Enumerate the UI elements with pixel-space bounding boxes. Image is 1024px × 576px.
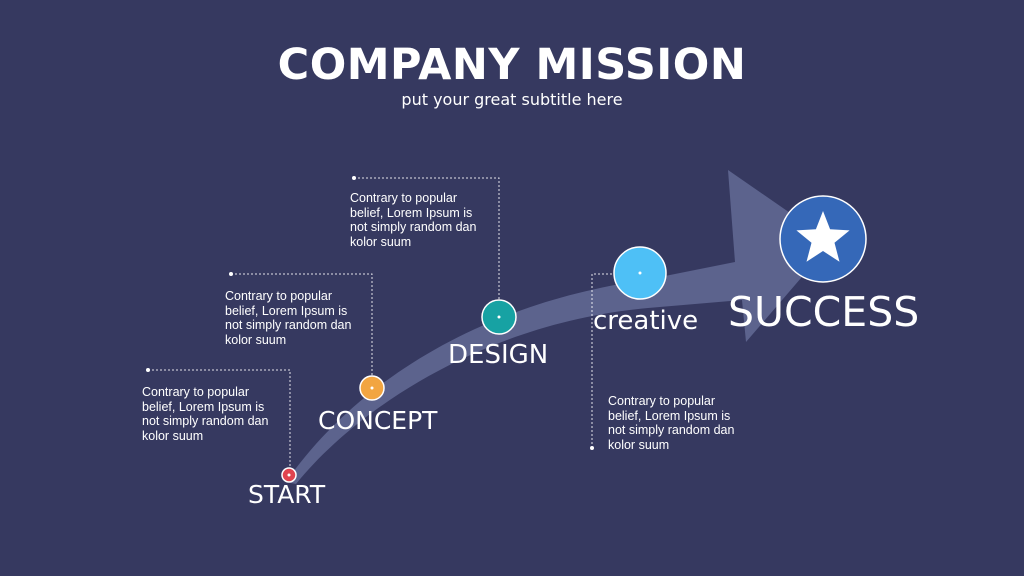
star-icon — [796, 211, 850, 262]
step-description-design: Contrary to popular belief, Lorem Ipsum … — [350, 191, 477, 249]
step-label-concept: CONCEPT — [318, 406, 438, 435]
step-description-creative: Contrary to popular belief, Lorem Ipsum … — [608, 394, 735, 452]
marker-center-dot — [370, 386, 374, 390]
page-title: COMPANY MISSION — [277, 40, 747, 90]
connector-dot — [229, 272, 233, 276]
connector-start — [148, 369, 291, 474]
step-label-design: DESIGN — [448, 340, 549, 370]
step-label-start: START — [248, 480, 326, 509]
connector-design — [354, 177, 500, 316]
step-description-concept: Contrary to popular belief, Lorem Ipsum … — [225, 289, 352, 347]
marker-center-dot — [287, 473, 291, 477]
marker-center-dot — [638, 271, 642, 275]
connector-dot — [352, 176, 356, 180]
page-subtitle: put your great subtitle here — [401, 90, 623, 109]
connector-dot — [590, 446, 594, 450]
goal-label: SUCCESS — [728, 288, 920, 336]
marker-center-dot — [497, 315, 501, 319]
connector-concept — [231, 273, 373, 387]
step-label-creative: creative — [593, 306, 699, 336]
step-description-start: Contrary to popular belief, Lorem Ipsum … — [142, 385, 269, 443]
connector-dot — [146, 368, 150, 372]
